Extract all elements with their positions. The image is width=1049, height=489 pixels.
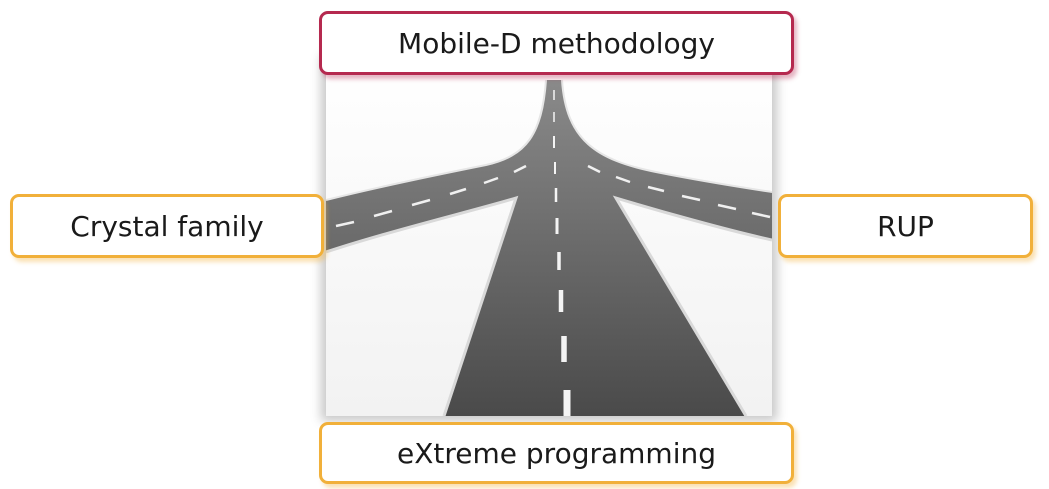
node-label: Mobile-D methodology	[398, 26, 715, 60]
node-label: RUP	[877, 209, 934, 243]
node-label: eXtreme programming	[396, 436, 716, 470]
road-fork-image	[326, 60, 772, 416]
node-extreme-programming: eXtreme programming	[319, 422, 794, 484]
node-mobile-d-methodology: Mobile-D methodology	[319, 11, 794, 75]
node-label: Crystal family	[70, 209, 264, 243]
node-crystal-family: Crystal family	[10, 194, 324, 258]
node-rup: RUP	[778, 194, 1033, 258]
